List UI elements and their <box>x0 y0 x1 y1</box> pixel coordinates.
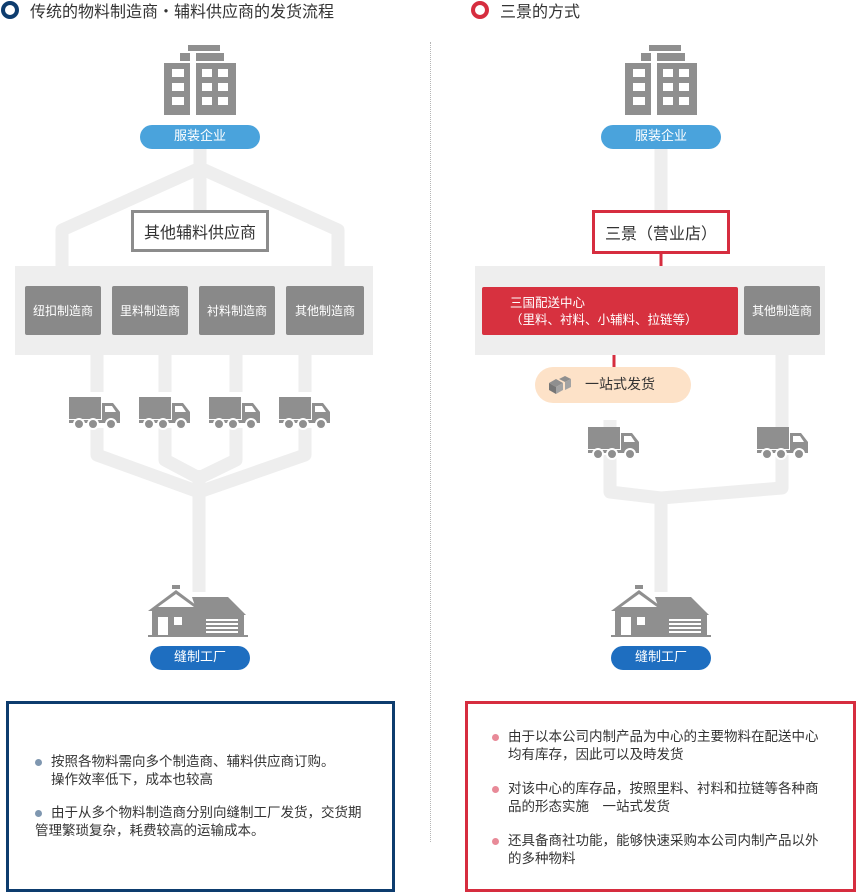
left-notes-box: 按照各物料需向多个制造商、辅料供应商订购。 操作效率低下，成本也较高 由于从多个… <box>6 701 395 892</box>
right-note-item: 还具备商社功能，能够快速采购本公司内制产品以外 的多种物料 <box>492 832 853 868</box>
right-office-building-icon <box>621 45 701 115</box>
right-note-item: 对该中心的库存品，按照里料、衬料和拉链等各种商 品的形态实施 一站式发货 <box>492 780 853 816</box>
red-ring-icon <box>471 1 489 19</box>
distribution-center-items: （里料、衬料、小辅料、拉链等） <box>510 312 698 327</box>
left-note-item: 按照各物料需向多个制造商、辅料供应商订购。 操作效率低下，成本也较高 <box>35 753 392 789</box>
manufacturer-box-lining: 里料制造商 <box>112 286 188 335</box>
note-line: 品的形态实施 一站式发货 <box>508 799 670 815</box>
distribution-center-name: 三国配送中心 <box>510 295 586 310</box>
one-stop-shipping-pill: 一站式发货 <box>535 367 691 403</box>
left-note-item: 由于从多个物料制造商分别向缝制工厂发货，交货期 管理繁琐复杂，耗费较高的运输成本… <box>35 804 392 840</box>
right-garment-company-pill: 服装企业 <box>601 125 721 149</box>
boxes-icon <box>549 376 571 394</box>
left-flow-lines <box>55 148 345 592</box>
note-line: 管理繁琐复杂，耗费较高的运输成本。 <box>35 823 265 839</box>
right-note-item: 由于以本公司内制产品为中心的主要物料在配送中心 均有库存，因此可以及時发货 <box>492 728 853 764</box>
sankei-store-box: 三景（营业店） <box>592 210 730 254</box>
truck-icon <box>69 395 121 431</box>
truck-icon <box>588 425 640 461</box>
truck-icon <box>139 395 191 431</box>
left-factory-house-icon <box>148 585 248 637</box>
bullet-dot <box>492 786 499 793</box>
left-sewing-factory-pill: 缝制工厂 <box>150 646 250 670</box>
truck-icon <box>757 425 809 461</box>
truck-icon <box>279 395 331 431</box>
manufacturer-box-buttons: 纽扣制造商 <box>25 286 101 335</box>
distribution-center-box: 三国配送中心 （里料、衬料、小辅料、拉链等） <box>482 287 738 335</box>
left-office-building-icon <box>160 45 240 115</box>
note-line: 还具备商社功能，能够快速采购本公司内制产品以外 <box>508 833 819 849</box>
right-factory-house-icon <box>611 585 711 637</box>
right-title-text: 三景的方式 <box>500 2 581 21</box>
truck-icon <box>209 395 261 431</box>
note-line: 按照各物料需向多个制造商、辅料供应商订购。 <box>51 754 335 770</box>
right-notes-box: 由于以本公司内制产品为中心的主要物料在配送中心 均有库存，因此可以及時发货 对该… <box>465 701 856 892</box>
left-garment-company-pill: 服装企业 <box>140 125 260 149</box>
left-title-text: 传统的物料制造商・辅料供应商的发货流程 <box>30 2 335 21</box>
bullet-dot <box>35 810 42 817</box>
navy-ring-icon <box>1 1 19 19</box>
bullet-dot <box>492 838 499 845</box>
note-line: 均有库存，因此可以及時发货 <box>508 747 684 763</box>
one-stop-shipping-label: 一站式发货 <box>585 377 655 393</box>
note-line: 的多种物料 <box>508 851 576 867</box>
note-line: 对该中心的库存品，按照里料、衬料和拉链等各种商 <box>508 781 819 797</box>
manufacturer-box-other: 其他制造商 <box>286 286 364 335</box>
left-supplier-box: 其他辅料供应商 <box>131 210 269 252</box>
bullet-dot <box>35 759 42 766</box>
right-other-manufacturer-box: 其他制造商 <box>744 286 820 335</box>
panel-divider <box>430 42 431 842</box>
right-flow-lines <box>603 148 789 592</box>
note-line: 由于从多个物料制造商分别向缝制工厂发货，交货期 <box>51 805 362 821</box>
manufacturer-box-interlining: 衬料制造商 <box>199 286 275 335</box>
note-line: 操作效率低下，成本也较高 <box>51 772 213 788</box>
note-line: 由于以本公司内制产品为中心的主要物料在配送中心 <box>508 729 819 745</box>
bullet-dot <box>492 734 499 741</box>
right-sewing-factory-pill: 缝制工厂 <box>611 646 711 670</box>
